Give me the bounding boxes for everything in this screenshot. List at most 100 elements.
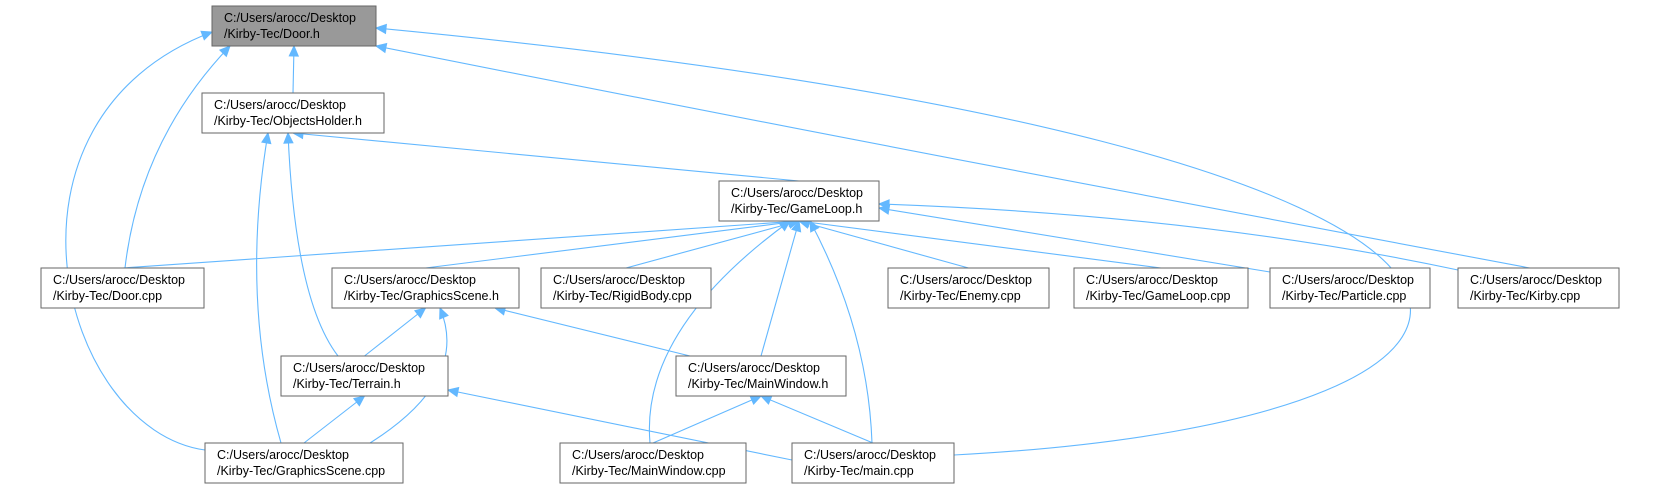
edge-line [65, 31, 213, 451]
node-box [718, 180, 880, 222]
edge-line [122, 220, 800, 269]
node-box [1457, 267, 1620, 309]
edge-arrowhead [283, 131, 294, 144]
node-gameloop-cpp[interactable]: C:/Users/arocc/Desktop/Kirby-Tec/GameLoo… [1073, 267, 1249, 309]
edge-mainwin_cpp-to-gameloop_h [648, 220, 791, 444]
edge-mainwin_h-to-gscene_h [493, 305, 691, 357]
node-label-path: C:/Users/arocc/Desktop [804, 448, 936, 462]
edge-line [878, 207, 1271, 273]
node-label-path: C:/Users/arocc/Desktop [53, 273, 185, 287]
node-door-cpp[interactable]: C:/Users/arocc/Desktop/Kirby-Tec/Door.cp… [40, 267, 205, 309]
nodes-layer: C:/Users/arocc/Desktop/Kirby-Tec/Door.hC… [40, 5, 1620, 484]
edge-gameloop_cpp-to-gameloop_h [797, 217, 1162, 269]
node-box [201, 92, 385, 134]
node-gameloop-h[interactable]: C:/Users/arocc/Desktop/Kirby-Tec/GameLoo… [718, 180, 880, 222]
edge-arrowhead [749, 395, 763, 406]
edge-kirby_cpp-to-gameloop_h [877, 199, 1459, 271]
node-mainwin-cpp[interactable]: C:/Users/arocc/Desktop/Kirby-Tec/MainWin… [559, 442, 747, 484]
edge-arrowhead [809, 219, 820, 233]
edge-line [124, 45, 231, 269]
edge-arrowhead [288, 44, 300, 57]
edge-gscene_cpp-to-objects_h [256, 131, 282, 444]
edge-arrowhead [413, 307, 427, 319]
node-label-path: C:/Users/arocc/Desktop [731, 186, 863, 200]
edge-line [375, 45, 1531, 269]
edge-arrowhead [374, 42, 388, 54]
node-box [1073, 267, 1249, 309]
edge-line [625, 220, 800, 269]
edge-line [652, 395, 762, 444]
node-label-path: C:/Users/arocc/Desktop [900, 273, 1032, 287]
edge-line [303, 395, 365, 444]
node-box [1269, 267, 1431, 309]
edge-arrowhead [374, 23, 387, 35]
node-box [887, 267, 1050, 309]
node-box [280, 355, 449, 397]
edge-main_cpp-to-mainwin_h [759, 395, 874, 444]
node-enemy-cpp[interactable]: C:/Users/arocc/Desktop/Kirby-Tec/Enemy.c… [887, 267, 1050, 309]
edge-gameloop_h-to-objects_h [291, 128, 800, 182]
edge-line [798, 220, 969, 269]
node-door-h[interactable]: C:/Users/arocc/Desktop/Kirby-Tec/Door.h [211, 5, 377, 47]
edge-line [256, 132, 282, 444]
edge-line [760, 395, 874, 444]
node-label-file: /Kirby-Tec/MainWindow.h [688, 377, 828, 391]
edge-terrain_h-to-objects_h [283, 131, 339, 357]
node-box [40, 267, 205, 309]
edge-kirby_cpp-to-door_h [374, 42, 1531, 269]
node-label-path: C:/Users/arocc/Desktop [1282, 273, 1414, 287]
edge-line [648, 220, 791, 444]
node-label-file: /Kirby-Tec/GraphicsScene.h [344, 289, 499, 303]
node-particle-cpp[interactable]: C:/Users/arocc/Desktop/Kirby-Tec/Particl… [1269, 267, 1431, 309]
node-label-file: /Kirby-Tec/Door.h [224, 27, 320, 41]
edge-arrowhead [218, 45, 231, 58]
node-label-file: /Kirby-Tec/Enemy.cpp [900, 289, 1021, 303]
edge-arrowhead [200, 30, 214, 41]
node-label-file: /Kirby-Tec/main.cpp [804, 464, 914, 478]
node-label-file: /Kirby-Tec/RigidBody.cpp [553, 289, 692, 303]
node-label-file: /Kirby-Tec/GameLoop.h [731, 202, 862, 216]
node-label-path: C:/Users/arocc/Desktop [214, 98, 346, 112]
edge-objects_h-to-door_h [288, 44, 300, 94]
edge-door_cpp-to-gameloop_h [122, 216, 801, 269]
edge-line [494, 307, 691, 357]
node-gscene-h[interactable]: C:/Users/arocc/Desktop/Kirby-Tec/Graphic… [331, 267, 520, 309]
node-main-cpp[interactable]: C:/Users/arocc/Desktop/Kirby-Tec/main.cp… [791, 442, 955, 484]
edge-gscene_cpp-to-door_h [65, 30, 214, 451]
edge-arrowhead [759, 395, 773, 405]
node-label-file: /Kirby-Tec/Terrain.h [293, 377, 401, 391]
edge-mainwin_h-to-gameloop_h [760, 219, 802, 357]
node-label-file: /Kirby-Tec/Kirby.cpp [1470, 289, 1580, 303]
node-kirby-cpp[interactable]: C:/Users/arocc/Desktop/Kirby-Tec/Kirby.c… [1457, 267, 1620, 309]
edge-door_cpp-to-door_h [124, 45, 231, 269]
node-label-file: /Kirby-Tec/Door.cpp [53, 289, 162, 303]
node-mainwin-h[interactable]: C:/Users/arocc/Desktop/Kirby-Tec/MainWin… [675, 355, 847, 397]
node-label-path: C:/Users/arocc/Desktop [217, 448, 349, 462]
node-label-path: C:/Users/arocc/Desktop [293, 361, 425, 375]
node-label-path: C:/Users/arocc/Desktop [344, 273, 476, 287]
node-objects-h[interactable]: C:/Users/arocc/Desktop/Kirby-Tec/Objects… [201, 92, 385, 134]
edge-enemy_cpp-to-gameloop_h [797, 218, 969, 269]
node-label-path: C:/Users/arocc/Desktop [1086, 273, 1218, 287]
node-box [791, 442, 955, 484]
node-label-path: C:/Users/arocc/Desktop [553, 273, 685, 287]
edge-main_cpp-to-gameloop_h [809, 219, 873, 444]
node-terrain-h[interactable]: C:/Users/arocc/Desktop/Kirby-Tec/Terrain… [280, 355, 449, 397]
edge-arrowhead [877, 199, 890, 210]
node-box [204, 442, 404, 484]
edge-mainwin_cpp-to-mainwin_h [652, 395, 763, 444]
node-label-path: C:/Users/arocc/Desktop [224, 11, 356, 25]
node-rigid-cpp[interactable]: C:/Users/arocc/Desktop/Kirby-Tec/RigidBo… [540, 267, 712, 309]
node-label-file: /Kirby-Tec/ObjectsHolder.h [214, 114, 362, 128]
edge-gscene_cpp-to-terrain_h [303, 395, 366, 444]
edge-line [364, 307, 426, 357]
node-box [675, 355, 847, 397]
edge-line [878, 203, 1459, 271]
node-gscene-cpp[interactable]: C:/Users/arocc/Desktop/Kirby-Tec/Graphic… [204, 442, 404, 484]
node-label-file: /Kirby-Tec/GraphicsScene.cpp [217, 464, 385, 478]
node-label-file: /Kirby-Tec/MainWindow.cpp [572, 464, 726, 478]
edge-arrowhead [778, 220, 791, 232]
edge-line [375, 27, 1411, 456]
edge-line [809, 220, 873, 444]
